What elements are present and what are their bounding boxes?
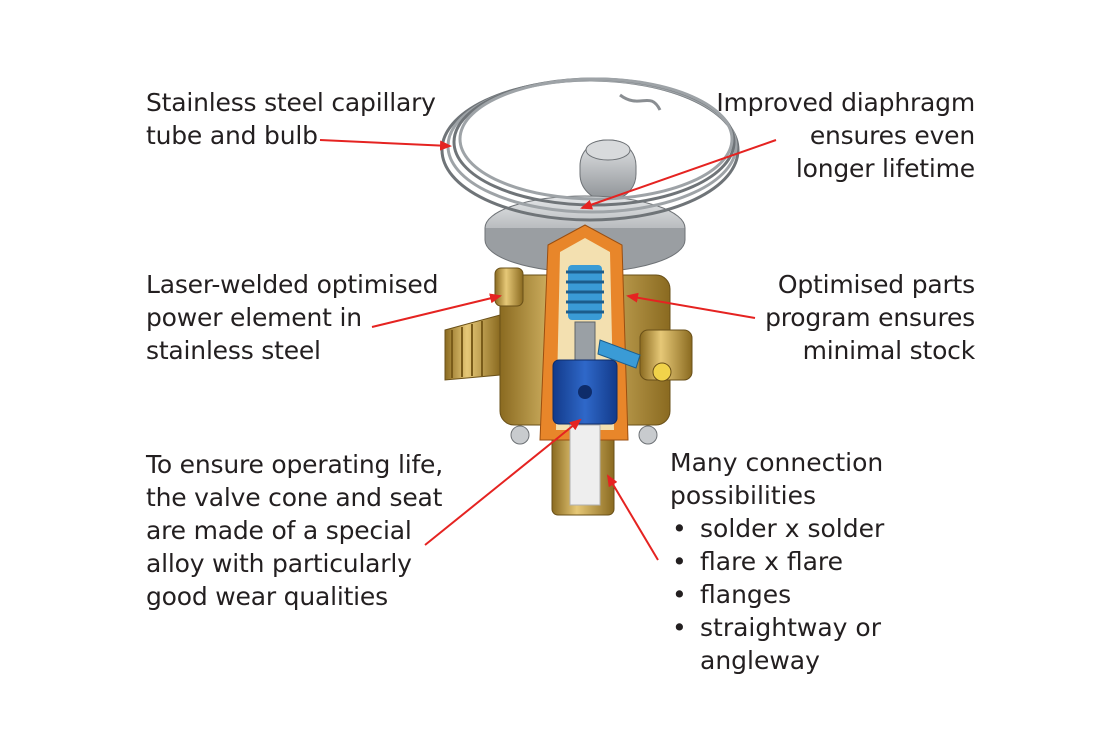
label-parts-program: Optimised parts program ensures minimal … — [765, 270, 975, 365]
cutaway-section — [539, 224, 641, 506]
connections-heading: Many connection possibilities — [670, 448, 884, 510]
callout-arrows — [319, 139, 777, 561]
connection-item: straightway or angleway — [670, 611, 884, 677]
connection-item: flare x flare — [670, 545, 884, 578]
connection-item: solder x solder — [670, 512, 884, 545]
arrow-parts-program — [626, 292, 756, 319]
arrow-diaphragm — [580, 139, 777, 210]
arrow-power-element — [371, 293, 502, 328]
label-valve-cone: To ensure operating life, the valve cone… — [146, 450, 443, 611]
arrow-capillary — [319, 139, 452, 151]
label-power-element: Laser-welded optimised power element in … — [146, 270, 439, 365]
label-diaphragm: Improved diaphragm ensures even longer l… — [716, 88, 975, 183]
capillary-bulb — [579, 139, 637, 201]
connections-list: Many connection possibilities solder x s… — [670, 446, 884, 677]
arrow-connections — [606, 474, 659, 561]
label-capillary-tube: Stainless steel capillary tube and bulb — [146, 88, 436, 150]
connection-item: flanges — [670, 578, 884, 611]
arrow-valve-cone — [424, 418, 582, 546]
